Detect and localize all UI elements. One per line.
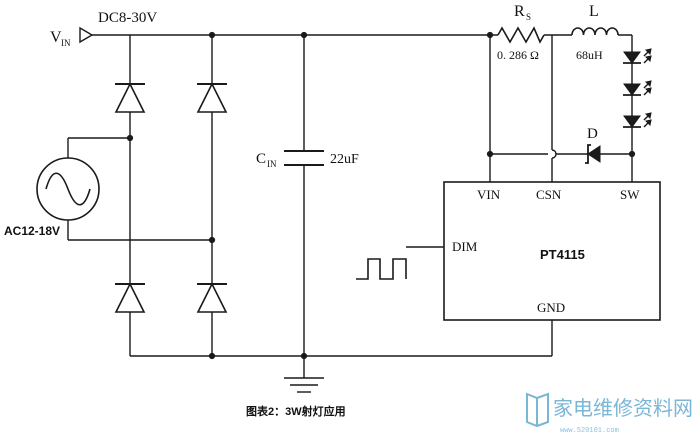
ground-icon [284,377,324,393]
pin-dim-label: DIM [452,239,478,254]
vin-label: V [50,29,62,46]
pin-csn-label: CSN [536,187,562,202]
ic-pt4115-body [443,181,661,321]
vin-label-sub: IN [61,38,71,48]
ic-name: PT4115 [540,247,585,262]
led-3 [623,112,652,128]
cin-value: 22uF [330,152,359,167]
diode-label: D [587,126,598,142]
rs-label-sub: S [526,12,531,22]
bridge-diode-2 [196,82,228,113]
vin-terminal: V IN [50,26,94,48]
led-2 [623,80,652,96]
watermark-url: www.520101.com [560,427,619,435]
cin-label-sub: IN [267,159,277,169]
supply-voltage-label: DC8-30V [98,10,157,26]
pin-sw-label: SW [620,187,640,202]
bridge-diode-1 [114,82,146,113]
inductor-value: 68uH [576,48,603,62]
capacitor-cin [284,150,324,166]
rs-label: R [514,3,525,20]
rs-value: 0. 286 Ω [497,48,539,62]
watermark-book-icon [526,392,549,428]
schottky-diode-d [585,144,601,164]
cin-label: C [256,151,266,167]
pin-gnd-label: GND [537,300,565,315]
led-1 [623,48,652,64]
ac-source-label: AC12-18V [4,224,60,238]
figure-caption: 图表2：3W射灯应用 [246,404,346,418]
watermark: 家电维修资料网 www.520101.com [526,392,693,435]
pwm-waveform-icon [356,258,407,280]
junction-dots [126,31,636,360]
pin-vin-label: VIN [477,187,501,202]
bridge-diode-3 [114,282,146,313]
resistor-rs [497,26,545,44]
ac-source-icon [36,157,100,221]
inductor-label: L [589,3,599,20]
inductor-l [571,27,619,36]
watermark-text: 家电维修资料网 [553,396,693,420]
bridge-diode-4 [196,282,228,313]
